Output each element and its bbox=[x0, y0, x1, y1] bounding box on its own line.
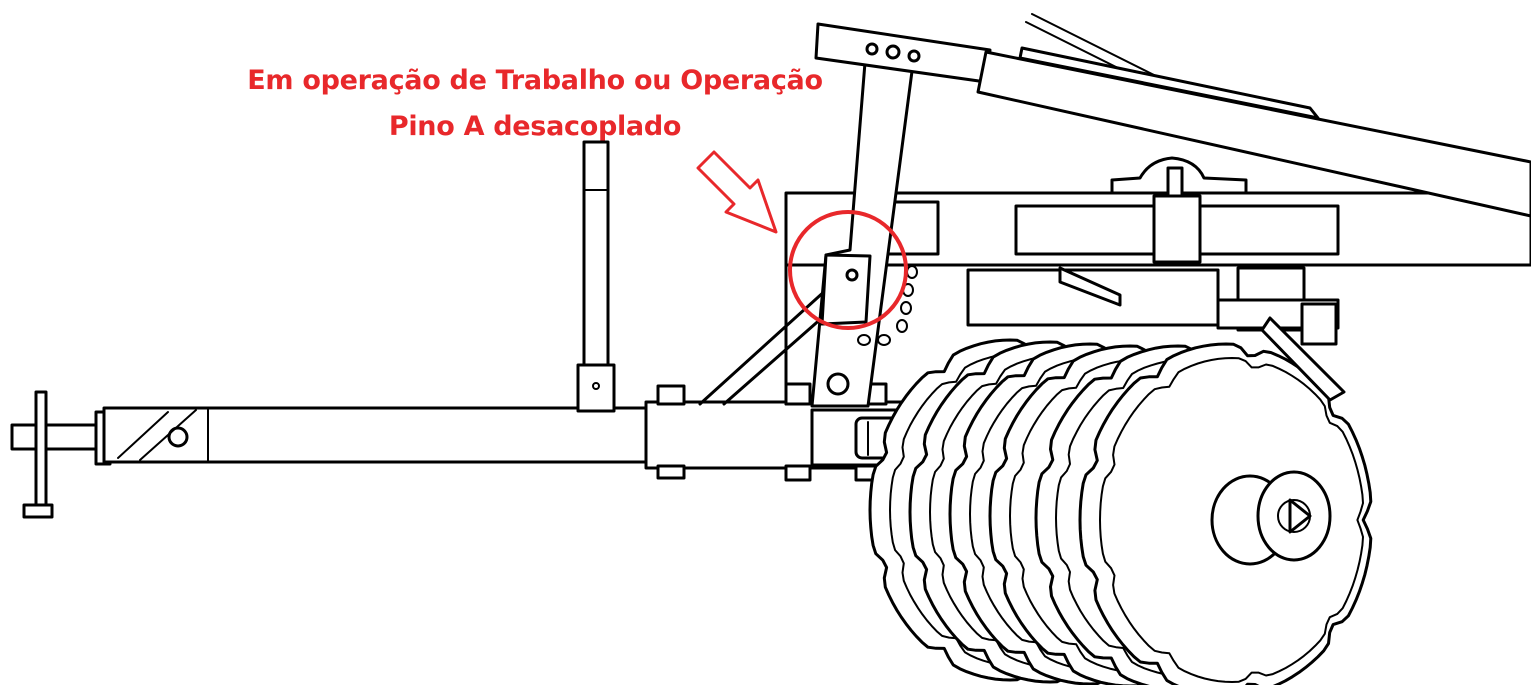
hitch-coupler bbox=[10, 390, 112, 519]
jack-stand bbox=[576, 140, 616, 413]
lift-arm bbox=[810, 48, 916, 408]
disc-blade-edge bbox=[1099, 357, 1364, 683]
main-frame bbox=[784, 156, 1531, 332]
annotation-line-2: Pino A desacoplado bbox=[388, 111, 682, 142]
disc-gang bbox=[868, 338, 1373, 685]
highlight-circle bbox=[788, 210, 908, 330]
annotation-line-1: Em operação de Trabalho ou Operação bbox=[247, 65, 823, 96]
drawbar bbox=[102, 382, 936, 482]
top-beam bbox=[814, 13, 1531, 218]
annotation-text: Em operação de Trabalho ou Operação Pino… bbox=[230, 58, 840, 150]
scraper bbox=[1260, 302, 1346, 402]
pointer-arrow bbox=[696, 150, 778, 234]
disc-hub bbox=[1210, 470, 1332, 566]
